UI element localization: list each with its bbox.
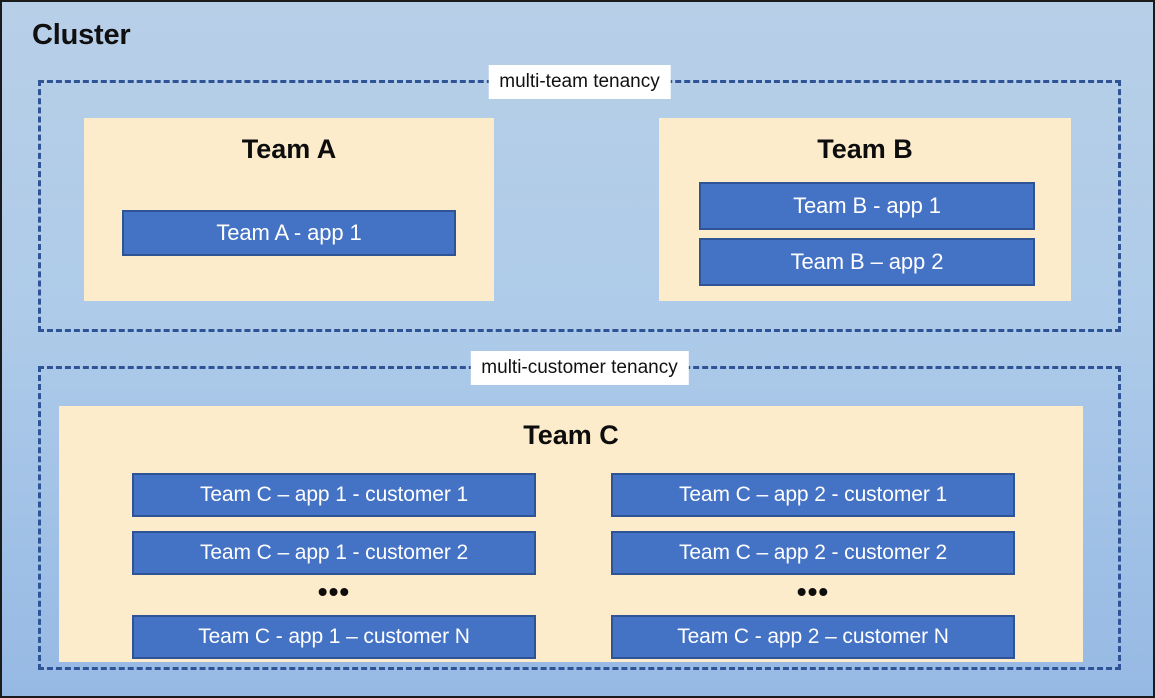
team-container-team-c: Team C Team C – app 1 - customer 1 Team … [59,406,1083,662]
team-container-team-a: Team A Team A - app 1 [84,118,494,301]
team-a-title: Team A [241,134,337,164]
app-box-team-c-app-2-customer-1[interactable]: Team C – app 2 - customer 1 [611,473,1015,517]
app-box-team-b-app-2[interactable]: Team B – app 2 [699,238,1035,286]
tenancy-group-multi-team: multi-team tenancy [38,65,1121,332]
page-title: Cluster [32,19,131,51]
ellipsis-team-c-app-2: ••• [796,576,830,607]
team-container-team-b: Team B Team B - app 1 Team B – app 2 [659,118,1071,301]
team-c-title: Team C [523,420,619,450]
app-box-team-c-app-1-customer-n[interactable]: Team C - app 1 – customer N [132,615,536,659]
app-box-team-a-app-1[interactable]: Team A - app 1 [122,210,456,256]
tenancy-label-multi-team: multi-team tenancy [488,65,671,99]
team-b-title: Team B [817,134,913,164]
tenancy-group-multi-customer: multi-customer tenancy [38,351,1121,670]
app-box-team-c-app-2-customer-n[interactable]: Team C - app 2 – customer N [611,615,1015,659]
tenancy-label-multi-customer: multi-customer tenancy [470,351,689,385]
app-box-team-c-app-2-customer-2[interactable]: Team C – app 2 - customer 2 [611,531,1015,575]
app-box-team-b-app-1[interactable]: Team B - app 1 [699,182,1035,230]
app-box-team-c-app-1-customer-2[interactable]: Team C – app 1 - customer 2 [132,531,536,575]
ellipsis-team-c-app-1: ••• [317,576,351,607]
app-box-team-c-app-1-customer-1[interactable]: Team C – app 1 - customer 1 [132,473,536,517]
